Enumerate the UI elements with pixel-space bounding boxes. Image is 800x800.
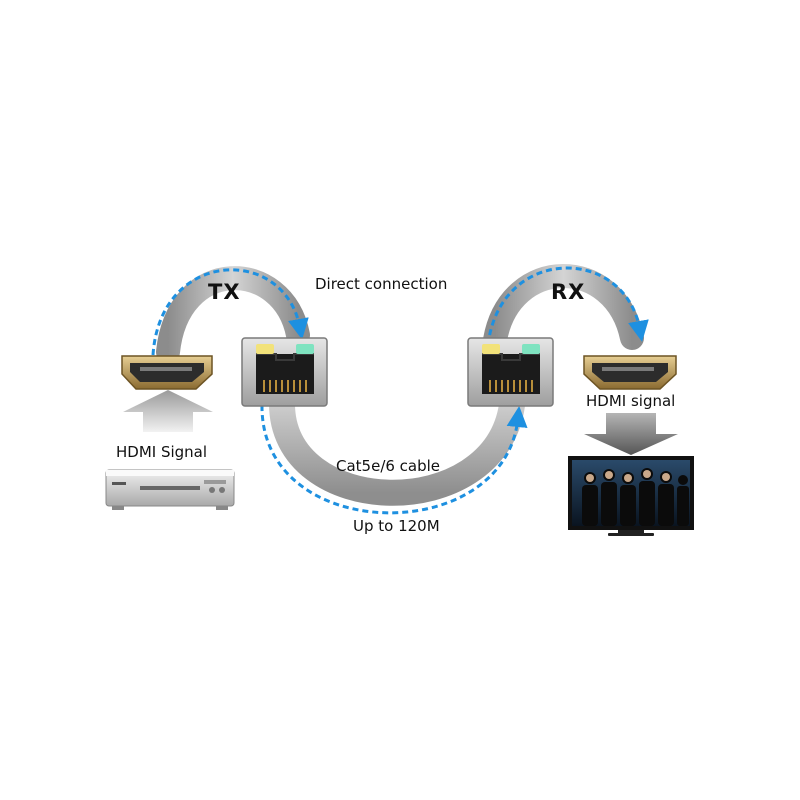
rx-label: RX bbox=[551, 280, 586, 304]
arrow-up-icon bbox=[123, 390, 213, 432]
dvd-player-icon bbox=[105, 469, 235, 510]
rx-cable-arc bbox=[483, 264, 644, 352]
tx-cable-arc bbox=[156, 266, 310, 364]
rj45-port-icon bbox=[467, 337, 554, 407]
rj45-port-icon bbox=[241, 337, 328, 407]
hdmi-port-icon bbox=[583, 355, 677, 390]
cable-flow-arrow bbox=[260, 404, 528, 515]
hdmi-signal-in-label: HDMI Signal bbox=[116, 443, 208, 461]
television-icon bbox=[568, 456, 694, 536]
rx-flow-arrow bbox=[486, 266, 649, 346]
cat-cable-curve bbox=[268, 389, 525, 506]
hdmi-port-icon bbox=[121, 355, 213, 390]
arrow-down-icon bbox=[584, 413, 678, 455]
tx-flow-arrow bbox=[151, 268, 309, 356]
tx-label: TX bbox=[208, 280, 241, 304]
direct-connection-label: Direct connection bbox=[315, 275, 448, 293]
cable-label: Cat5e/6 cable bbox=[336, 457, 441, 475]
distance-label: Up to 120M bbox=[353, 517, 440, 535]
hdmi-signal-out-label: HDMI signal bbox=[586, 392, 676, 410]
